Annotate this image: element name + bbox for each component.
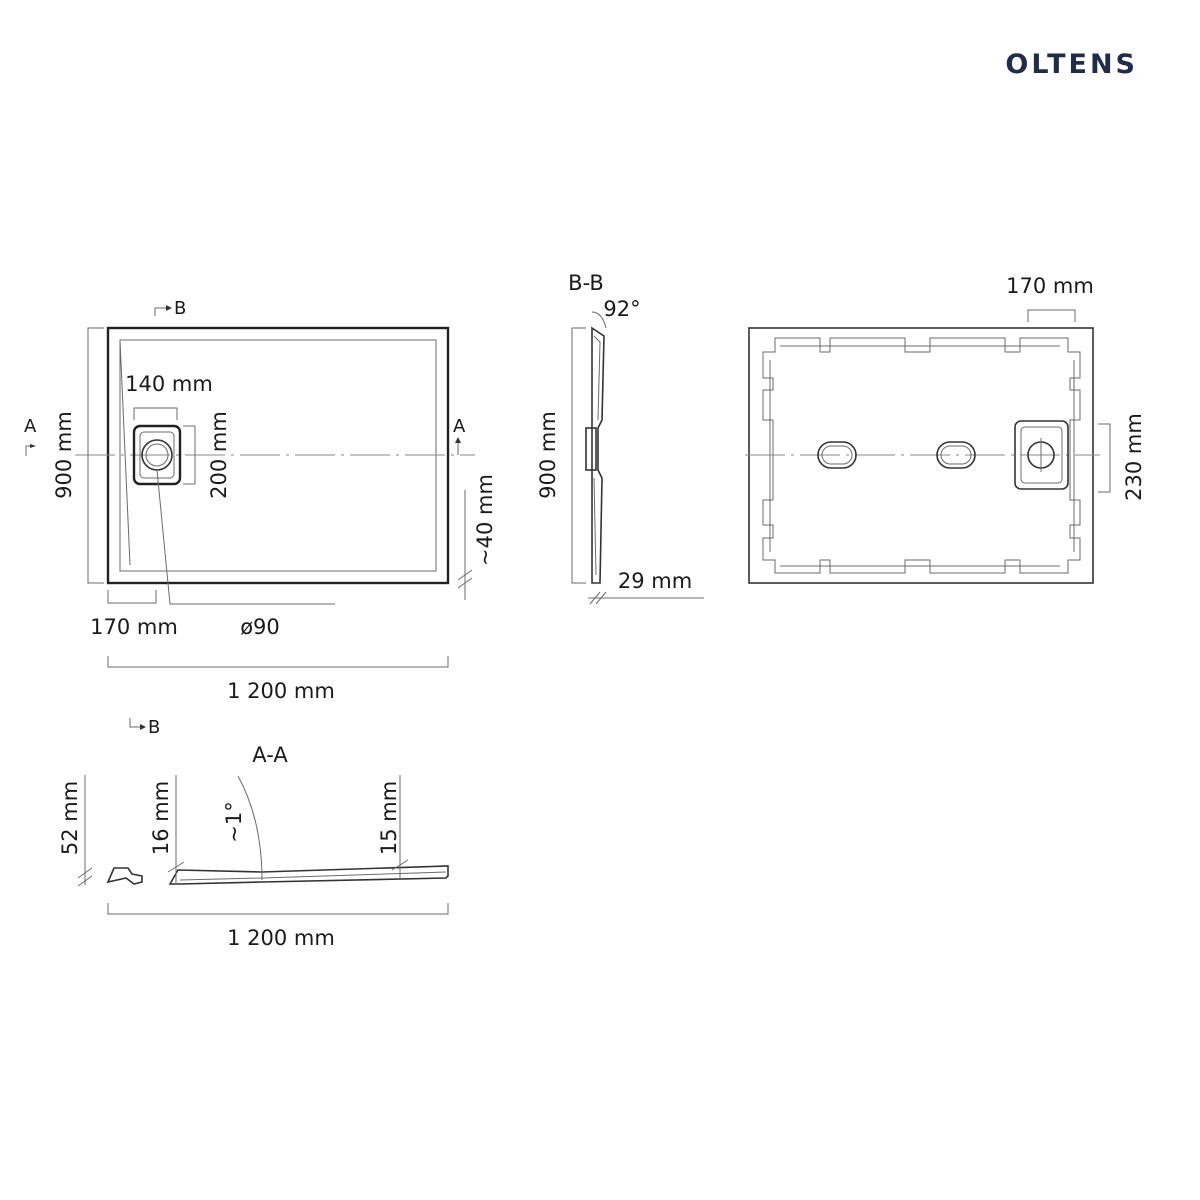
brand-logo: OLTENS: [1005, 49, 1138, 80]
top-view: 140 mm 200 mm B A A 900 mm ~40 mm 170 mm…: [24, 298, 497, 738]
section-aa-total-height-label: 52 mm: [58, 781, 82, 855]
width-label: 1 200 mm: [227, 679, 335, 703]
section-aa-title: A-A: [252, 743, 288, 767]
section-aa-left-edge-label: 16 mm: [149, 781, 173, 855]
drain-offset-label: 170 mm: [90, 615, 178, 639]
bottom-rib-frame: [762, 337, 1081, 574]
offset-depth-label: ~40 mm: [473, 474, 497, 566]
section-aa-slope-label: ~1°: [222, 801, 246, 842]
bottom-drain-box: [1014, 420, 1069, 490]
section-bb-height-label: 900 mm: [536, 411, 560, 499]
section-bb-title: B-B: [568, 271, 604, 295]
section-aa: A-A 52 mm 16 mm ~1° 15 mm 1 200 mm: [58, 743, 449, 950]
drain-grate: [132, 424, 182, 486]
section-aa-left-profile: [106, 867, 143, 885]
section-bb-angle: 92°: [603, 297, 640, 321]
section-bb-profile: [591, 326, 605, 584]
bottom-view: 170 mm 230 mm: [745, 274, 1146, 584]
drain-height-label: 200 mm: [207, 411, 231, 499]
section-b-marker-bottom: B: [148, 717, 160, 738]
height-label: 900 mm: [52, 411, 76, 499]
drain-diameter-label: ø90: [240, 615, 280, 639]
drain-width-label: 140 mm: [125, 372, 213, 396]
bottom-drain-offset-label: 170 mm: [1006, 274, 1094, 298]
section-aa-main-profile: [168, 865, 449, 885]
section-aa-right-edge-label: 15 mm: [377, 781, 401, 855]
section-a-marker-right: A: [453, 416, 466, 437]
section-b-marker-top: B: [174, 298, 186, 319]
section-aa-width-label: 1 200 mm: [227, 926, 335, 950]
section-a-marker-left: A: [24, 416, 37, 437]
bottom-drain-height-label: 230 mm: [1122, 413, 1146, 501]
section-bb-thickness-label: 29 mm: [618, 569, 692, 593]
section-bb: B-B 92° 900 mm 29 mm: [536, 271, 704, 605]
